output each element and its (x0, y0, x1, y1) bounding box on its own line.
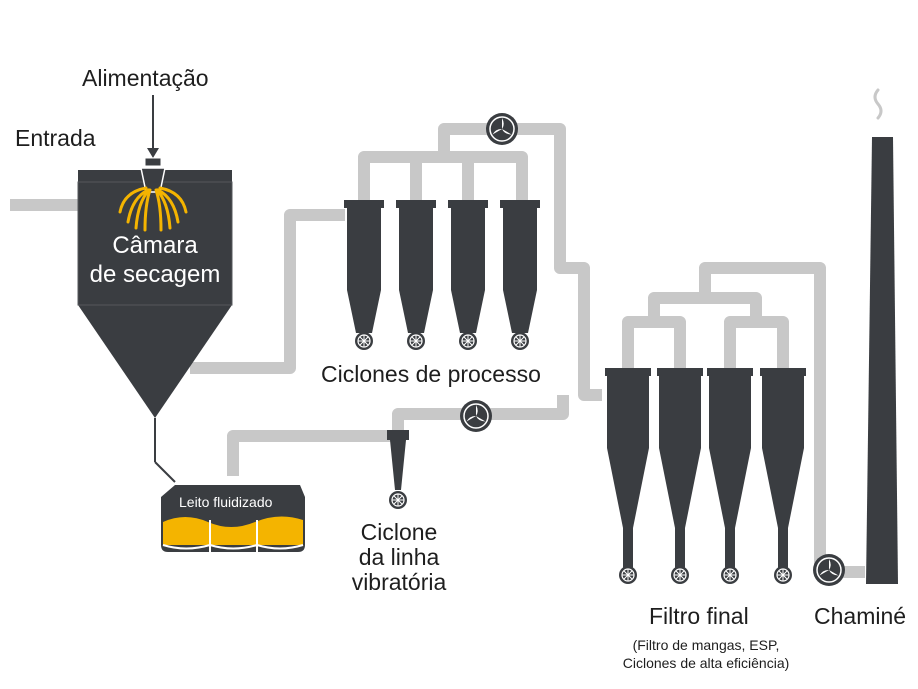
filter-manifold-right (724, 316, 789, 368)
smoke-icon (873, 88, 883, 120)
label-entrada: Entrada (15, 125, 96, 151)
label-process-cyclones: Ciclones de processo (321, 361, 541, 387)
fan-icon (813, 554, 845, 586)
rotary-valve-icon (459, 332, 477, 350)
fans (460, 113, 845, 586)
drying-chamber (77, 170, 233, 483)
chamber-to-cyclones-duct (190, 209, 345, 374)
label-drying-chamber: Câmara de secagem (89, 232, 221, 288)
fan-icon (486, 113, 518, 145)
filter-cyclone (760, 368, 806, 584)
chimney (866, 88, 898, 584)
process-cyclone (344, 200, 384, 350)
fan-icon (460, 400, 492, 432)
process-cyclones (344, 200, 540, 350)
label-final-filter-note: (Filtro de mangas, ESP, Ciclones de alta… (622, 637, 790, 672)
rotary-valve-icon (355, 332, 373, 350)
final-filter-cyclones (605, 368, 806, 584)
fluid-bed (161, 485, 305, 552)
process-cyclone (396, 200, 436, 350)
rotary-valves (389, 491, 407, 509)
feed-arrow (147, 95, 159, 158)
process-cyclone (500, 200, 540, 350)
filter-cyclone (605, 368, 651, 584)
label-fluid-bed: Leito fluidizado (179, 494, 273, 510)
vibratory-cyclone (387, 430, 409, 490)
rotary-valve-icon (511, 332, 529, 350)
rotary-valve-icon (389, 491, 407, 509)
label-alimentacao: Alimentação (82, 65, 209, 91)
process-fan-duct (438, 123, 602, 401)
rotary-valve-icon (774, 566, 792, 584)
filter-cyclone (657, 368, 703, 584)
filter-cyclone (707, 368, 753, 584)
label-chimney: Chaminé (814, 603, 907, 629)
spray-nozzle-icon (118, 157, 188, 232)
label-final-filter: Filtro final (649, 603, 749, 629)
rotary-valve-icon (407, 332, 425, 350)
process-cyclone (448, 200, 488, 350)
rotary-valve-icon (721, 566, 739, 584)
label-vibratory-cyclone: Ciclone da linha vibratória (351, 519, 447, 595)
rotary-valve-icon (671, 566, 689, 584)
cyclone-top-manifold (358, 151, 528, 200)
filter-manifold-left (622, 316, 686, 368)
fluid-bed-duct (227, 430, 398, 476)
rotary-valve-icon (619, 566, 637, 584)
